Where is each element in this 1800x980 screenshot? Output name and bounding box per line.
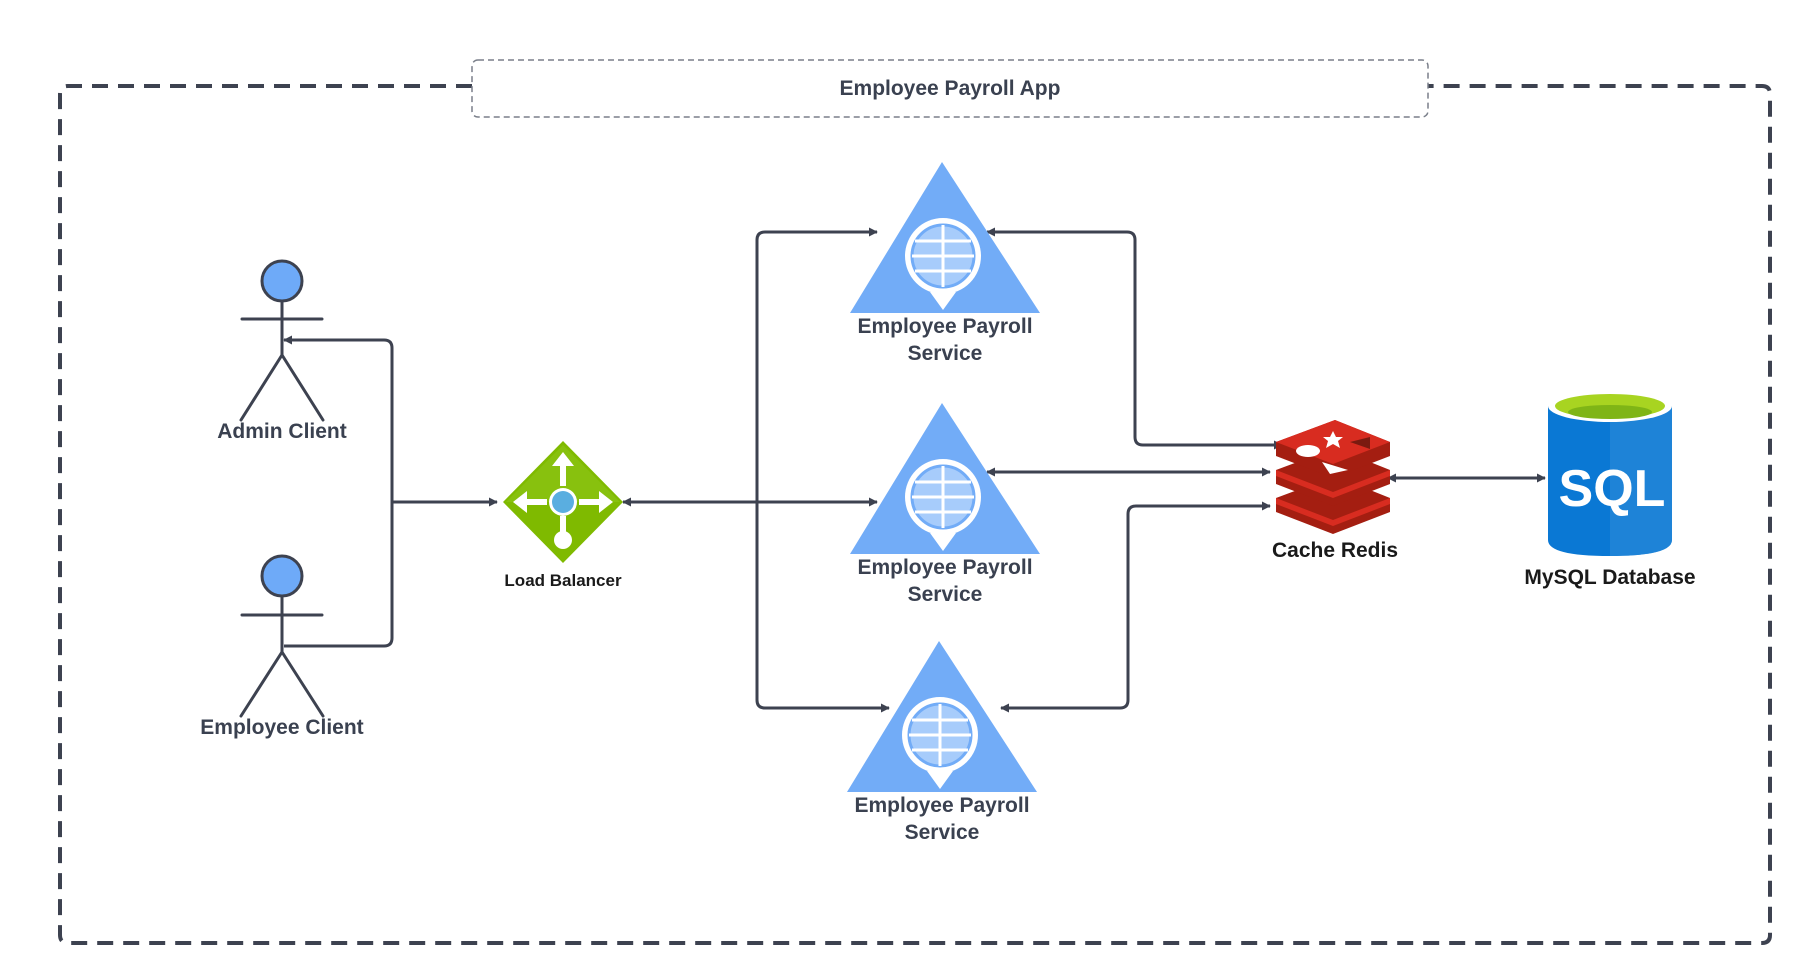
payroll-service-3-label: Employee Payroll [854, 794, 1029, 817]
service-icon [847, 641, 1037, 792]
edge-service-3-to-cache [1000, 501, 1271, 713]
edge-lb-to-service-1 [622, 227, 878, 507]
load-balancer-node[interactable]: Load Balancer [503, 441, 623, 590]
sql-badge: SQL [1559, 460, 1666, 518]
admin-client-label: Admin Client [217, 420, 347, 443]
cache-redis-node[interactable]: Cache Redis [1272, 420, 1398, 562]
payroll-service-1-node[interactable]: Employee Payroll Service [850, 162, 1040, 365]
redis-icon [1276, 420, 1390, 534]
actor-icon [239, 259, 325, 422]
edge-employee-to-lb [284, 502, 394, 648]
payroll-service-1-label: Employee Payroll [857, 315, 1032, 338]
payroll-service-3-node[interactable]: Employee Payroll Service [847, 641, 1037, 844]
app-title-box: Employee Payroll App [471, 59, 1429, 118]
actor-icon [239, 554, 325, 718]
connectors [283, 227, 1546, 713]
payroll-service-2-label: Employee Payroll [857, 556, 1032, 579]
mysql-database-node[interactable]: SQL MySQL Database [1524, 390, 1696, 589]
service-icon [850, 403, 1040, 554]
admin-client-node[interactable]: Admin Client [217, 259, 347, 443]
edge-service-1-to-cache [986, 227, 1283, 450]
mysql-database-label: MySQL Database [1524, 566, 1695, 589]
employee-client-node[interactable]: Employee Client [200, 554, 364, 739]
load-balancer-label: Load Balancer [504, 571, 622, 590]
edge-admin-to-lb [283, 335, 394, 502]
app-boundary [58, 84, 1772, 945]
payroll-service-2-label-2: Service [908, 583, 983, 606]
edge-lb-to-service-3 [755, 502, 890, 713]
app-title: Employee Payroll App [840, 77, 1061, 100]
cache-redis-label: Cache Redis [1272, 539, 1398, 562]
payroll-service-1-label-2: Service [908, 342, 983, 365]
payroll-service-3-label-2: Service [905, 821, 980, 844]
sql-database-icon: SQL [1548, 390, 1672, 556]
service-icon [850, 162, 1040, 313]
payroll-service-2-node[interactable]: Employee Payroll Service [850, 403, 1040, 606]
employee-client-label: Employee Client [200, 716, 363, 739]
load-balancer-icon [503, 441, 623, 563]
